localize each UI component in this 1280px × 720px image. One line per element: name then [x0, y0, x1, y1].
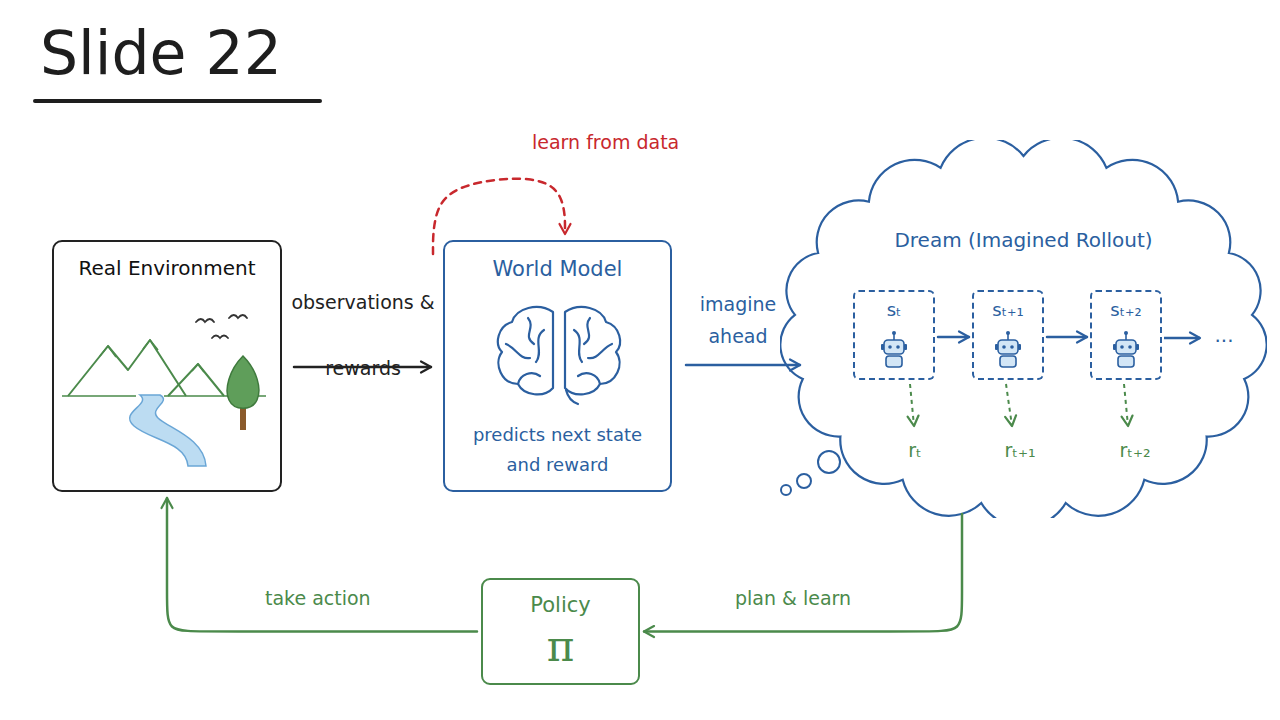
- landscape-illustration: [227, 356, 259, 408]
- robot-icons: [881, 331, 907, 367]
- cloud-outline: [780, 140, 1266, 518]
- reward-arrows: [1006, 384, 1012, 426]
- brain-icon: [498, 307, 553, 394]
- edge-label: take action: [265, 586, 371, 611]
- reward-label: rₜ: [875, 438, 955, 463]
- arrow-connector: [167, 498, 477, 632]
- landscape-illustration: [62, 395, 266, 397]
- thought-bubbles: [797, 474, 811, 488]
- slide-title: Slide 22: [40, 18, 282, 88]
- edge-label: plan & learn: [735, 586, 851, 611]
- thought-bubbles: [781, 485, 791, 495]
- reward-label: rₜ₊₂: [1095, 438, 1175, 463]
- landscape-illustration: [68, 340, 186, 396]
- state-box: sₜ: [853, 290, 935, 380]
- node-heading: sₜ₊₂: [1094, 298, 1158, 321]
- environment-box: Real Environment: [52, 240, 282, 492]
- reward-arrows: [910, 384, 1128, 426]
- node-heading: sₜ: [857, 298, 931, 321]
- node-heading: sₜ₊₁: [976, 298, 1040, 321]
- ellipsis-label: ...: [1184, 322, 1264, 348]
- landscape-illustration: [130, 395, 206, 466]
- arrow-connector: [433, 179, 565, 254]
- robot-icons: [881, 331, 1139, 367]
- landscape-illustration: [62, 315, 266, 466]
- node-heading: World Model: [451, 256, 664, 282]
- node-heading: Real Environment: [60, 256, 274, 281]
- node-body: predicts next state and reward: [455, 420, 660, 480]
- node-heading: Policy: [487, 592, 634, 618]
- node-body: π: [487, 620, 634, 673]
- arrow-connector: [644, 514, 962, 632]
- landscape-illustration: [240, 398, 246, 430]
- thought-bubbles: [818, 451, 840, 473]
- edge-label: imagine ahead: [688, 288, 788, 352]
- reward-arrows: [910, 384, 914, 426]
- arrow-connector: [686, 364, 800, 367]
- edge-label: observations & rewards: [288, 269, 438, 401]
- edge-label: learn from data: [532, 130, 679, 155]
- brain-icon: [565, 307, 620, 394]
- world-model-box: World Model predicts next state and rewar…: [443, 240, 672, 492]
- state-box: sₜ₊₂: [1090, 290, 1162, 380]
- brain-icon: [566, 390, 578, 404]
- state-box: sₜ₊₁: [972, 290, 1044, 380]
- landscape-illustration: [168, 364, 224, 396]
- robot-icons: [995, 331, 1021, 367]
- continuation-arrow: [1164, 337, 1200, 340]
- brain-icon: [574, 318, 612, 384]
- title-underline: [35, 99, 320, 103]
- arrow-connector: [1047, 336, 1087, 339]
- brain-icon: [565, 307, 620, 394]
- thought-bubbles: [781, 451, 840, 495]
- landscape-illustration: [192, 364, 204, 372]
- brain-icon: [498, 307, 620, 404]
- reward-arrows: [1124, 384, 1128, 426]
- policy-box: Policyπ: [481, 578, 640, 685]
- arrow-connector: [938, 336, 969, 339]
- brain-icon: [506, 318, 544, 384]
- landscape-illustration: [100, 340, 158, 357]
- dream-cloud: Dream (Imagined Rollout) sₜ sₜ₊₁ sₜ₊₂: [780, 140, 1267, 518]
- node-heading: Dream (Imagined Rollout): [800, 228, 1247, 253]
- landscape-illustration: [196, 315, 247, 338]
- reward-label: rₜ₊₁: [980, 438, 1060, 463]
- robot-icons: [1113, 331, 1139, 367]
